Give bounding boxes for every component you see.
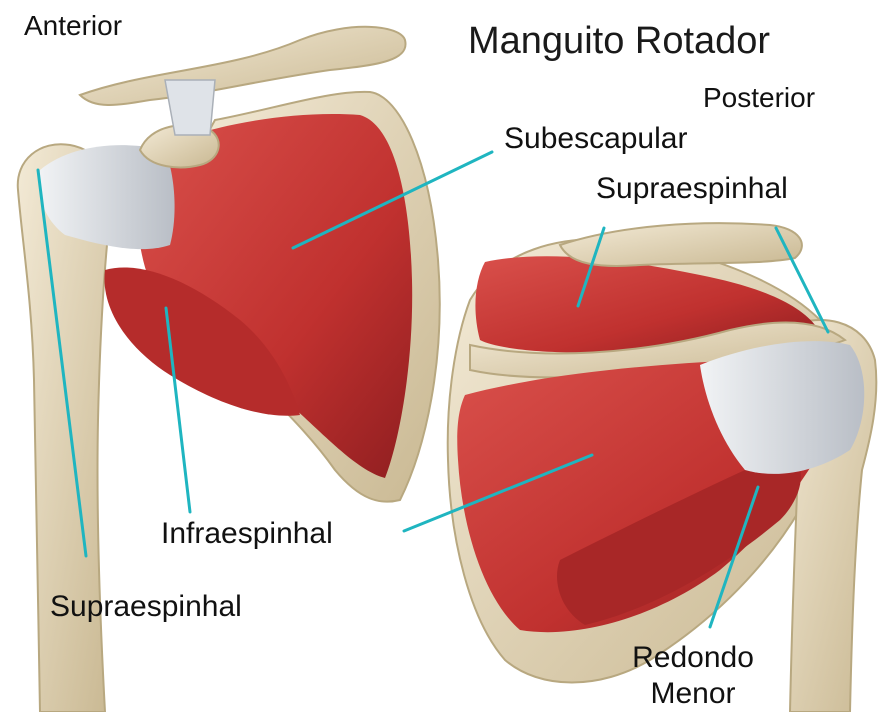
acromion <box>560 223 802 266</box>
label-subescapular: Subescapular <box>504 124 687 154</box>
label-supraespinhal-posterior: Supraespinhal <box>596 174 788 204</box>
label-infraespinhal: Infraespinhal <box>161 519 333 549</box>
label-redondo-menor-line1: Redondo <box>618 643 768 673</box>
label-redondo-menor-line2: Menor <box>618 679 768 709</box>
posterior-view-label: Posterior <box>703 84 815 112</box>
diagram-title: Manguito Rotador <box>468 22 770 60</box>
posterior-shoulder <box>448 223 877 712</box>
label-supraespinhal-anterior: Supraespinhal <box>50 592 242 622</box>
anterior-view-label: Anterior <box>24 12 122 40</box>
label-redondo-menor: Redondo Menor <box>618 643 768 709</box>
